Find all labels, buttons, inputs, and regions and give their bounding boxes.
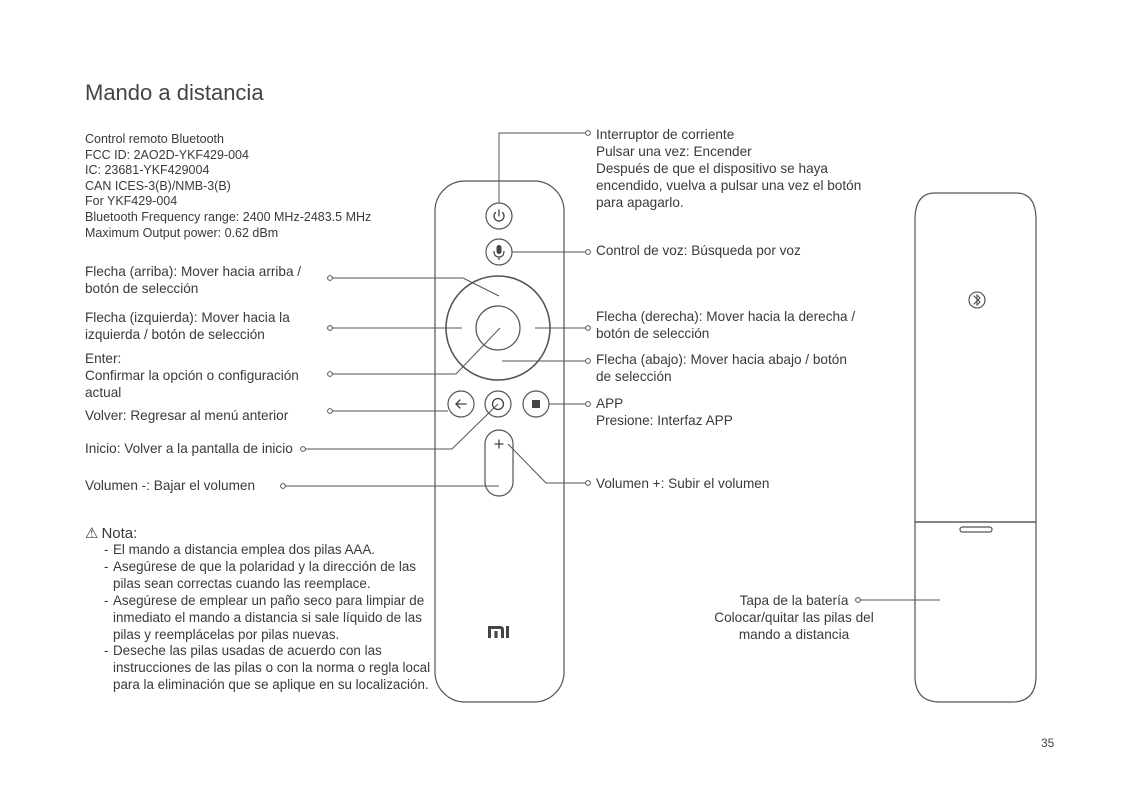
back-arrow-icon	[456, 400, 466, 408]
leader-power	[499, 133, 587, 203]
remote-side-body	[915, 193, 1036, 522]
battery-cover	[915, 522, 1036, 702]
app-icon	[532, 400, 540, 408]
leader-enter	[330, 328, 500, 374]
bluetooth-icon	[974, 295, 980, 305]
plus-icon	[495, 440, 503, 448]
enter-button	[476, 306, 520, 350]
power-icon	[494, 210, 504, 221]
mi-logo	[488, 626, 509, 638]
leader-up	[330, 278, 499, 296]
microphone-icon	[494, 245, 504, 260]
leader-volume-up	[508, 444, 587, 483]
cover-latch	[960, 527, 992, 532]
